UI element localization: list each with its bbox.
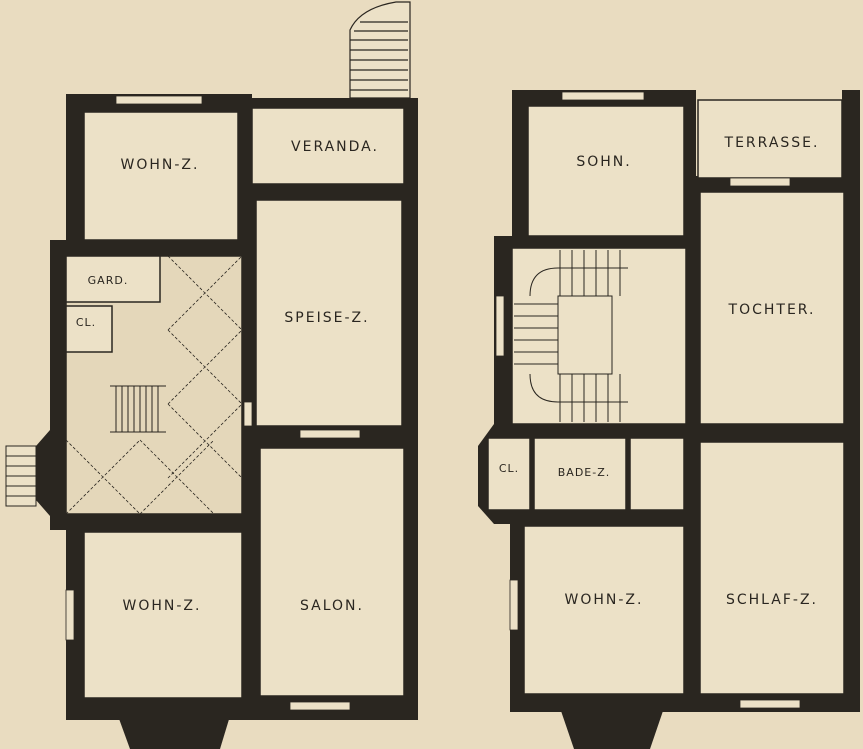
label-salon: SALON.	[300, 598, 364, 614]
label-bade: BADE-Z.	[558, 466, 611, 479]
hall-staircase	[110, 385, 166, 433]
entry-steps	[5, 445, 37, 507]
windows	[65, 95, 361, 711]
room-veranda	[251, 107, 405, 185]
label-speise: SPEISE-Z.	[284, 310, 369, 326]
room-cl-overlay	[65, 305, 113, 353]
label-terrasse: TERRASSE.	[724, 135, 820, 151]
veranda-staircase	[349, 1, 411, 99]
room-wohn-bottom	[83, 531, 243, 699]
label-schlaf: SCHLAF-Z.	[726, 592, 818, 608]
label-veranda: VERANDA.	[291, 139, 379, 155]
windows	[495, 91, 801, 709]
wall	[118, 716, 230, 749]
tile-pattern	[65, 255, 243, 515]
room-bade	[533, 437, 627, 511]
room-gard-overlay	[65, 255, 161, 303]
label-cl: CL.	[499, 462, 519, 475]
label-wohn-bottom: WOHN-Z.	[123, 598, 202, 614]
room-bade-annex	[629, 437, 685, 511]
room-tochter	[699, 191, 845, 425]
room-speise	[255, 199, 403, 427]
label-wohn-top: WOHN-Z.	[121, 157, 200, 173]
label-tochter: TOCHTER.	[728, 302, 816, 318]
label-sohn: SOHN.	[576, 154, 631, 170]
label-cl: CL.	[76, 316, 96, 329]
room-wohn-top	[83, 111, 239, 241]
wall	[560, 708, 664, 749]
wall	[842, 90, 860, 190]
label-gard: GARD.	[88, 274, 129, 287]
upper-staircase	[514, 250, 628, 422]
room-salon	[259, 447, 405, 697]
ground-floor-plan: WOHN-Z. VERANDA. GARD. CL. SPEISE-Z. WOH…	[5, 1, 418, 749]
room-schlaf	[699, 441, 845, 695]
upper-floor-plan: SOHN. TERRASSE. TOCHTER. CL. BADE-Z. WOH…	[478, 90, 860, 749]
room-cl	[487, 437, 531, 511]
wall	[36, 430, 50, 516]
room-sohn	[527, 105, 685, 237]
label-wohn: WOHN-Z.	[565, 592, 644, 608]
room-wohn	[523, 525, 685, 695]
